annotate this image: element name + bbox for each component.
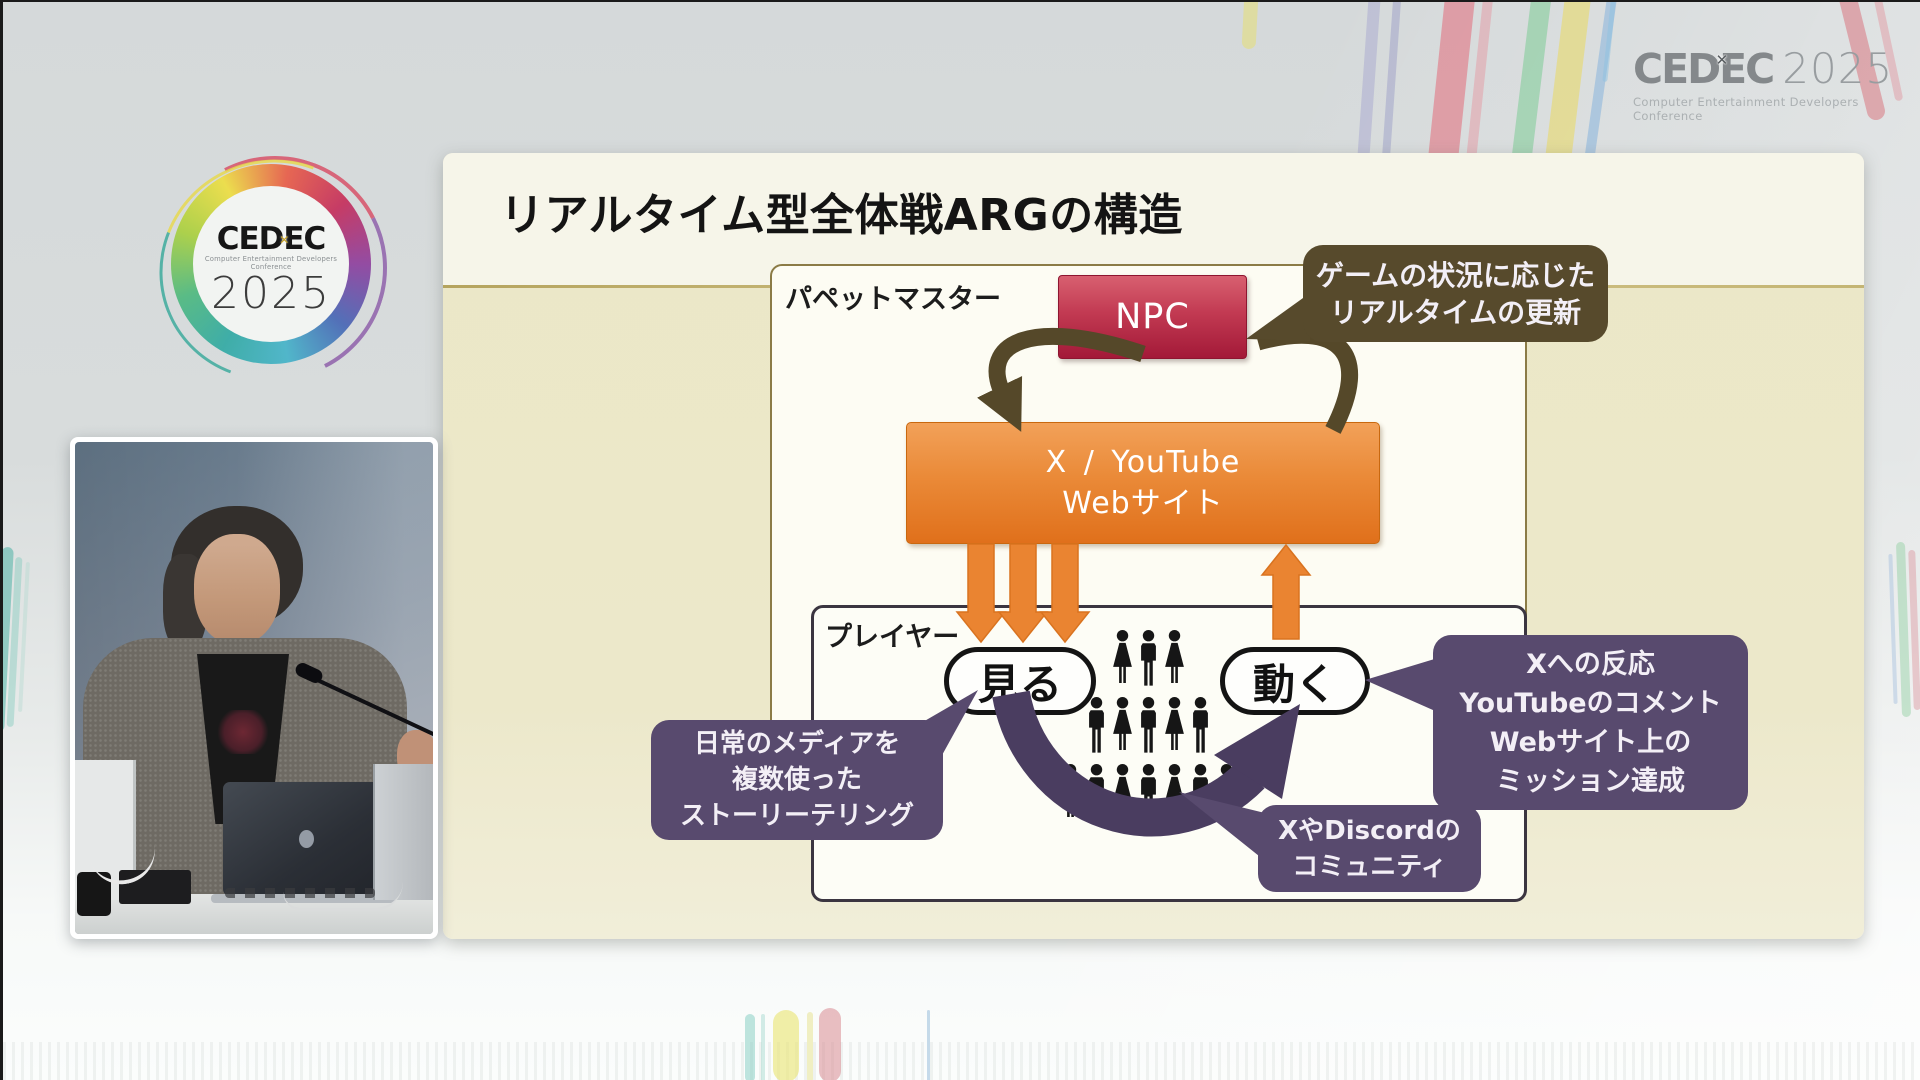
- paint-stroke: [1241, 2, 1259, 50]
- crowd-icon: [1061, 629, 1236, 820]
- paint-stroke: [773, 1010, 799, 1080]
- callout-line: Xへの反応: [1526, 648, 1655, 680]
- cedec-year: 2025: [1782, 44, 1894, 93]
- callout-line: XやDiscordの: [1278, 815, 1461, 846]
- person-icon: [1141, 763, 1156, 820]
- callout-line: 日常のメディアを: [693, 729, 901, 759]
- callout-line: 複数使った: [731, 765, 862, 795]
- callout-line: ミッション達成: [1496, 765, 1685, 797]
- person-icon: [1165, 629, 1184, 683]
- cedec-2025-badge: CED✕EC Computer Entertainment Developers…: [124, 123, 420, 417]
- puppet-master-label: パペットマスター: [785, 284, 1001, 315]
- media-line: Webサイト: [1062, 486, 1224, 521]
- person-icon: [1089, 763, 1104, 820]
- person-icon: [1193, 696, 1208, 753]
- presenter-video-content: [75, 442, 433, 934]
- callout-line: ストーリーテリング: [679, 801, 914, 831]
- person-icon: [1061, 763, 1080, 817]
- bottom-texture-band: [3, 1042, 1920, 1080]
- person-icon: [1193, 763, 1208, 820]
- realtime-update-callout: ゲームの状況に応じた リアルタイムの更新: [1303, 245, 1608, 342]
- media-line: X / YouTube: [1045, 445, 1241, 480]
- person-icon: [1217, 763, 1236, 817]
- person-icon: [1113, 763, 1132, 817]
- player-label: プレイヤー: [825, 622, 960, 653]
- cedec-wordmark: CED✕EC: [1633, 45, 1775, 93]
- callout-line: Webサイト上の: [1489, 726, 1692, 758]
- laptop-right: [373, 764, 433, 900]
- npc-box: NPC: [1058, 275, 1247, 359]
- badge-year: 2025: [211, 268, 331, 319]
- slide-header: [443, 153, 1864, 285]
- person-icon: [1113, 629, 1132, 683]
- badge-wordmark: CED✕EC: [216, 221, 327, 257]
- paint-stroke: [745, 1014, 755, 1080]
- shirt-graphic: [217, 710, 269, 754]
- audio-device: [119, 870, 191, 904]
- slide-title: リアルタイム型全体戦ARGの構造: [500, 190, 1183, 241]
- person-icon: [1089, 696, 1104, 753]
- person-icon: [1113, 696, 1132, 750]
- apple-logo-icon: [299, 830, 314, 848]
- person-icon: [1165, 696, 1184, 750]
- paint-stroke: [807, 1012, 813, 1080]
- storytelling-callout: 日常のメディアを 複数使った ストーリーテリング: [651, 720, 943, 840]
- cable: [283, 882, 403, 911]
- badge-tagline: Computer Entertainment Developers Confer…: [204, 255, 338, 271]
- callout-line: YouTubeのコメント: [1459, 687, 1722, 719]
- badge-inner: CED✕EC Computer Entertainment Developers…: [193, 186, 349, 342]
- cedec-x-icon: ✕: [1715, 51, 1729, 69]
- presenter-face: [194, 534, 280, 644]
- person-icon: [1141, 696, 1156, 753]
- person-icon: [1141, 629, 1156, 686]
- person-icon: [1165, 763, 1184, 817]
- reaction-callout: Xへの反応 YouTubeのコメント Webサイト上の ミッション達成: [1433, 635, 1748, 810]
- callout-line: リアルタイムの更新: [1329, 295, 1582, 329]
- callout-line: ゲームの状況に応じた: [1315, 258, 1596, 292]
- desk-clutter: [225, 888, 375, 898]
- media-box: X / YouTube Webサイト: [906, 422, 1380, 544]
- cedec-2025-logo: CED✕EC 2025 Computer Entertainment Devel…: [1633, 44, 1913, 123]
- cedec-x-icon: ✕: [279, 233, 289, 247]
- presenter-video: [70, 437, 438, 939]
- power-adapter: [77, 872, 111, 916]
- paint-stroke: [761, 1014, 765, 1080]
- paint-stroke: [927, 1010, 930, 1080]
- community-callout: XやDiscordの コミュニティ: [1258, 805, 1481, 892]
- paint-stroke: [819, 1008, 841, 1080]
- cedec-tagline: Computer Entertainment Developers Confer…: [1633, 95, 1859, 123]
- callout-line: コミュニティ: [1292, 851, 1447, 882]
